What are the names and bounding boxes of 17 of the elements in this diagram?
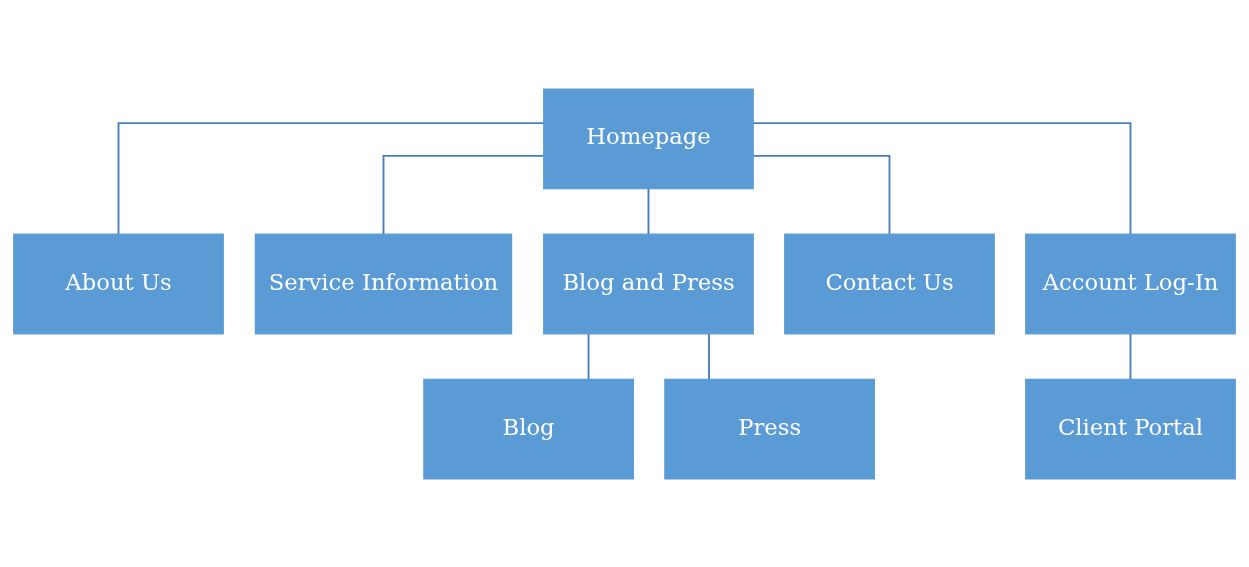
node-box: About Us	[13, 233, 224, 334]
node-box: Client Portal	[1025, 378, 1236, 480]
connector	[1129, 332, 1132, 380]
connector	[752, 154, 891, 235]
node-box: Press	[664, 378, 875, 480]
connector	[752, 121, 1132, 235]
connector	[587, 332, 590, 380]
connector	[708, 332, 710, 380]
node-box: Service Information	[254, 233, 513, 334]
node-box: Blog and Press	[543, 233, 754, 334]
connector	[647, 187, 650, 235]
connector	[117, 121, 545, 235]
node-box: Account Log-In	[1025, 233, 1236, 334]
node-box: Blog	[423, 378, 634, 480]
connector	[382, 154, 545, 235]
node-box: Homepage	[543, 87, 754, 189]
node-box: Contact Us	[784, 233, 995, 334]
